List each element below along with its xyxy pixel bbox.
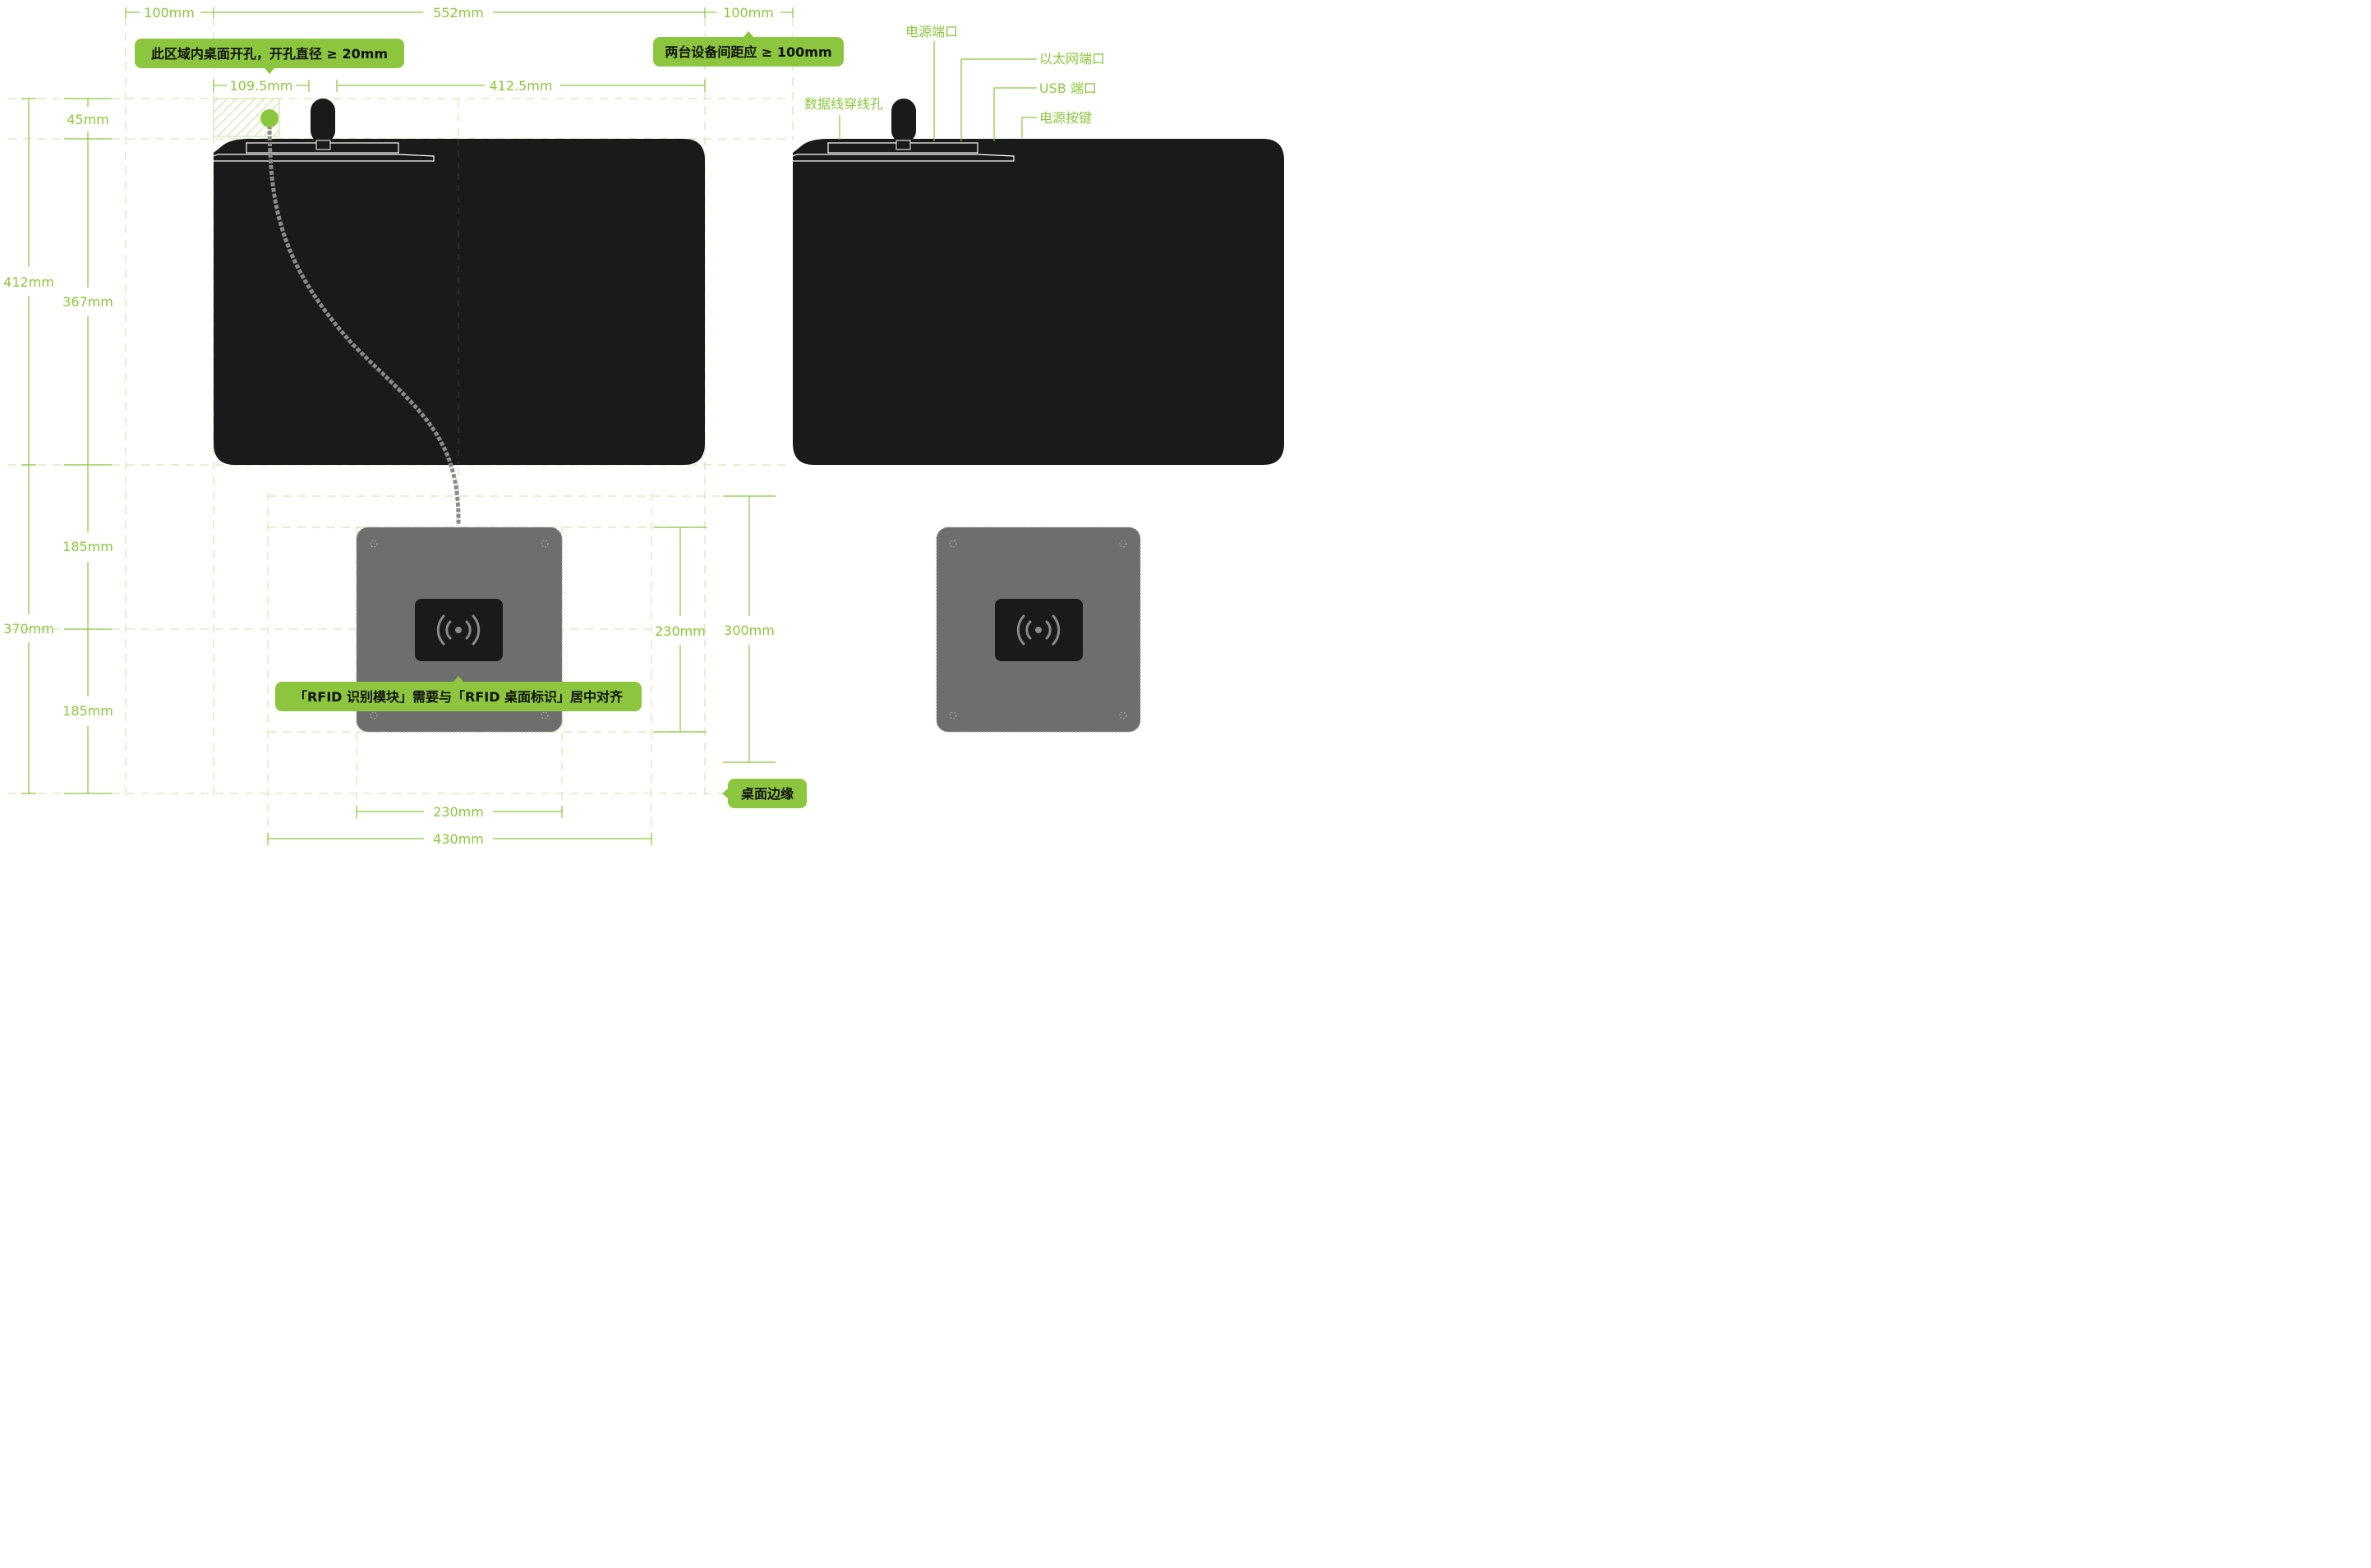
dim-left-inner: 45mm 367mm 185mm 185mm: [62, 98, 113, 794]
device-right-antenna: [891, 99, 916, 143]
label-cable-hole: 数据线穿线孔: [804, 96, 883, 112]
callout-spacing: 两台设备间距应 ≥ 100mm: [653, 31, 844, 67]
data-cable: [267, 118, 461, 526]
label-power-port: 电源端口: [905, 24, 958, 39]
dim-412: 412mm: [3, 274, 54, 290]
dim-top: 100mm 552mm 100mm: [125, 5, 794, 21]
screw-icon: [541, 711, 549, 720]
callout-hole: 此区域内桌面开孔，开孔直径 ≥ 20mm: [135, 39, 404, 74]
device-right: [792, 99, 1284, 465]
dim-109-5: 109.5mm: [230, 78, 293, 94]
dim-300: 300mm: [724, 623, 775, 638]
hole-marker-icon: [260, 109, 279, 127]
device-left: [213, 99, 705, 465]
installation-diagram: 100mm 552mm 100mm 109.5mm 412.5mm 412mm …: [3, 5, 1284, 847]
dim-230-v: 230mm: [655, 623, 706, 639]
dim-185-top: 185mm: [62, 539, 113, 554]
dim-second-row: 109.5mm 412.5mm: [213, 78, 706, 94]
screw-icon: [370, 540, 378, 548]
screw-icon: [541, 540, 549, 548]
port-labels: 电源端口 以太网端口 USB 端口 电源按键 数据线穿线孔: [804, 24, 1105, 141]
label-ethernet: 以太网端口: [1039, 51, 1105, 67]
screw-icon: [1119, 540, 1127, 548]
device-right-ledge: [792, 154, 1015, 162]
dim-45: 45mm: [67, 112, 109, 127]
rfid-wireless-icon: [436, 614, 481, 646]
dim-230-h: 230mm: [433, 804, 484, 820]
dim-100-right: 100mm: [723, 5, 774, 21]
device-left-ledge: [213, 154, 435, 162]
rfid-reader-left: [356, 526, 563, 733]
callout-rfid: 「RFID 识别模块」需要与「RFID 桌面标识」居中对齐: [275, 676, 642, 711]
dim-430: 430mm: [433, 831, 484, 847]
rfid-wireless-icon: [1016, 614, 1061, 646]
dim-370: 370mm: [3, 621, 54, 637]
device-right-body: [793, 139, 1284, 465]
device-left-antenna-base: [315, 140, 331, 150]
callout-spacing-text: 两台设备间距应 ≥ 100mm: [665, 44, 831, 60]
dim-bottom: 230mm 430mm: [267, 804, 652, 847]
device-left-body: [214, 139, 705, 465]
dim-100-left: 100mm: [144, 5, 195, 21]
dim-left-outer: 412mm 370mm: [3, 98, 54, 794]
dim-185-bottom: 185mm: [62, 703, 113, 719]
dim-367: 367mm: [62, 294, 113, 310]
device-left-antenna: [311, 99, 335, 143]
rfid-reader-right: [936, 526, 1141, 733]
dim-552: 552mm: [433, 5, 484, 21]
device-right-antenna-base: [895, 140, 911, 150]
callout-rfid-text: 「RFID 识别模块」需要与「RFID 桌面标识」居中对齐: [294, 689, 624, 705]
callout-edge-text: 桌面边缘: [741, 786, 794, 802]
dim-230-vertical: 230mm: [654, 526, 707, 733]
screw-icon: [370, 711, 378, 720]
label-power-button: 电源按键: [1039, 110, 1092, 126]
dim-300-vertical: 300mm: [723, 495, 776, 763]
callout-hole-text: 此区域内桌面开孔，开孔直径 ≥ 20mm: [151, 46, 388, 62]
label-usb: USB 端口: [1039, 80, 1097, 96]
screw-icon: [1119, 711, 1127, 720]
callout-edge: 桌面边缘: [722, 779, 807, 808]
dim-412-5: 412.5mm: [490, 78, 553, 94]
screw-icon: [949, 711, 957, 720]
screw-icon: [949, 540, 957, 548]
